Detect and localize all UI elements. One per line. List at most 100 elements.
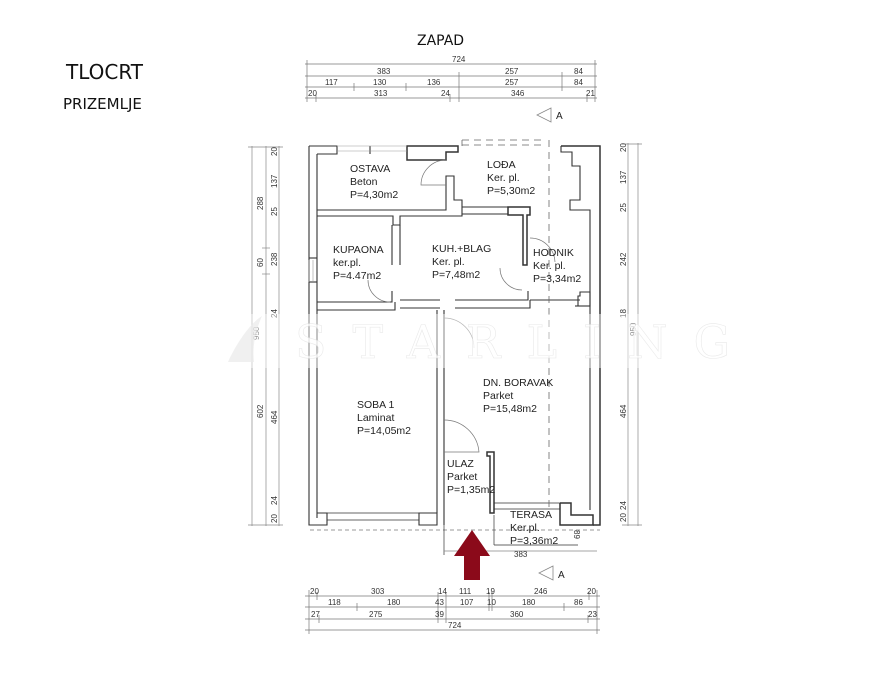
dim-label: 257 — [505, 78, 519, 87]
dim-label: 180 — [387, 598, 401, 607]
door-swing — [367, 279, 391, 303]
room-floor: Parket — [483, 390, 513, 402]
dim-label: 346 — [511, 89, 525, 98]
room-loda: LOĐA Ker. pl. P=5,30m2 — [487, 159, 535, 197]
dim-label: 242 — [619, 252, 628, 266]
dim-label: 20 — [587, 587, 596, 596]
section-label: A — [556, 111, 563, 122]
windows — [308, 145, 407, 282]
dim-label: 20 — [270, 514, 279, 523]
dim-label: 24 — [270, 309, 279, 318]
room-floor: Ker. pl. — [487, 172, 520, 184]
section-marker-top: A — [536, 107, 563, 123]
room-dnevni-boravak: DN. BORAVAK Parket P=15,48m2 — [483, 377, 553, 415]
bottom-dimensions — [305, 590, 600, 634]
top-dimensions — [305, 60, 597, 102]
dim-label: 25 — [619, 203, 628, 212]
room-soba-1: SOBA 1 Laminat P=14,05m2 — [357, 399, 411, 437]
room-floor: Ker.pl. — [510, 522, 540, 534]
right-dimension-labels: 20 137 25 242 18 464 24 20 950 — [619, 143, 638, 522]
dim-label: 25 — [270, 207, 279, 216]
section-triangle-icon — [536, 107, 552, 123]
room-floor: Ker. pl. — [533, 260, 566, 272]
dim-label: 117 — [325, 78, 338, 87]
room-area: P=1,35m2 — [447, 484, 495, 496]
watermark-logo-icon — [228, 316, 262, 362]
dim-label: 20 — [270, 147, 279, 156]
room-labels: OSTAVA Beton P=4,30m2 LOĐA Ker. pl. P=5,… — [333, 159, 581, 547]
room-floor: Beton — [350, 176, 378, 188]
room-name: OSTAVA — [350, 163, 390, 175]
dim-label: 950 — [252, 326, 261, 340]
dim-label: 360 — [510, 610, 524, 619]
left-dimension-labels: 950 288 60 602 20 137 25 238 24 464 24 2… — [252, 147, 279, 523]
room-floor: Ker. pl. — [432, 256, 465, 268]
dim-label: 246 — [534, 587, 548, 596]
room-name: HODNIK — [533, 247, 574, 259]
section-label: A — [558, 570, 565, 581]
room-kuhinja: KUH.+BLAG Ker. pl. P=7,48m2 — [432, 243, 491, 281]
entrance-arrow-icon — [454, 530, 490, 580]
room-name: SOBA 1 — [357, 399, 395, 411]
dim-label: 303 — [371, 587, 385, 596]
dim-label: 288 — [256, 196, 265, 210]
dim-label: 464 — [270, 410, 279, 424]
dim-label: 257 — [505, 67, 519, 76]
dim-label: 24 — [441, 89, 450, 98]
dim-label: 27 — [311, 610, 320, 619]
door-swing — [443, 419, 480, 453]
room-area: P=3,36m2 — [510, 535, 558, 547]
room-ostava: OSTAVA Beton P=4,30m2 — [350, 163, 398, 201]
bottom-dimension-labels: 20 303 14 111 19 246 20 118 180 43 107 1… — [310, 587, 597, 630]
dim-label: 137 — [619, 170, 628, 184]
dashed-lines — [461, 139, 550, 510]
room-kupaona: KUPAONA ker.pl. P=4.47m2 — [333, 244, 384, 282]
dim-label: 86 — [574, 598, 583, 607]
right-dimensions — [622, 143, 642, 526]
dim-label: 464 — [619, 404, 628, 418]
dim-bottom-total: 724 — [448, 621, 462, 630]
room-ulaz: ULAZ Parket P=1,35m2 — [447, 458, 495, 496]
left-dimensions — [248, 146, 283, 526]
top-dimension-labels: 724 383 257 84 117 130 136 257 84 20 313… — [308, 55, 595, 98]
door-swing — [499, 267, 523, 291]
dim-label: 14 — [438, 587, 447, 596]
room-name: KUPAONA — [333, 244, 384, 256]
section-triangle-icon — [538, 565, 554, 581]
room-area: P=15,48m2 — [483, 403, 537, 415]
door-swing — [529, 237, 556, 263]
room-name: KUH.+BLAG — [432, 243, 491, 255]
watermark-text: STARLING — [295, 315, 756, 369]
dim-top-total: 724 — [452, 55, 466, 64]
room-floor: ker.pl. — [333, 257, 361, 269]
dim-label: 19 — [486, 587, 495, 596]
room-name: ULAZ — [447, 458, 474, 470]
orientation-label: ZAPAD — [417, 33, 465, 49]
dim-label: 180 — [522, 598, 536, 607]
dim-label: 20 — [308, 89, 317, 98]
room-floor: Laminat — [357, 412, 394, 424]
door-swing — [420, 159, 447, 186]
dim-label: 313 — [374, 89, 388, 98]
dim-label: 383 — [377, 67, 391, 76]
dim-label: 111 — [459, 587, 472, 596]
dim-label: 118 — [328, 598, 341, 607]
dim-label: 60 — [256, 258, 265, 267]
floor-subtitle: PRIZEMLJE — [63, 95, 142, 113]
room-area: P=4.47m2 — [333, 270, 381, 282]
watermark: STARLING — [220, 314, 756, 369]
dim-label: 84 — [574, 67, 583, 76]
room-area: P=4,30m2 — [350, 189, 398, 201]
dim-label: 137 — [270, 174, 279, 188]
room-name: LOĐA — [487, 159, 516, 171]
room-hodnik: HODNIK Ker. pl. P=3,34m2 — [533, 247, 581, 285]
dim-label: 23 — [588, 610, 597, 619]
dim-label: 84 — [574, 78, 583, 87]
dim-label: 383 — [514, 550, 528, 559]
dim-label: 18 — [619, 309, 628, 318]
dim-label: 602 — [256, 404, 265, 418]
dim-label: 950 — [629, 322, 638, 336]
dim-label: 39 — [435, 610, 444, 619]
room-area: P=7,48m2 — [432, 269, 480, 281]
